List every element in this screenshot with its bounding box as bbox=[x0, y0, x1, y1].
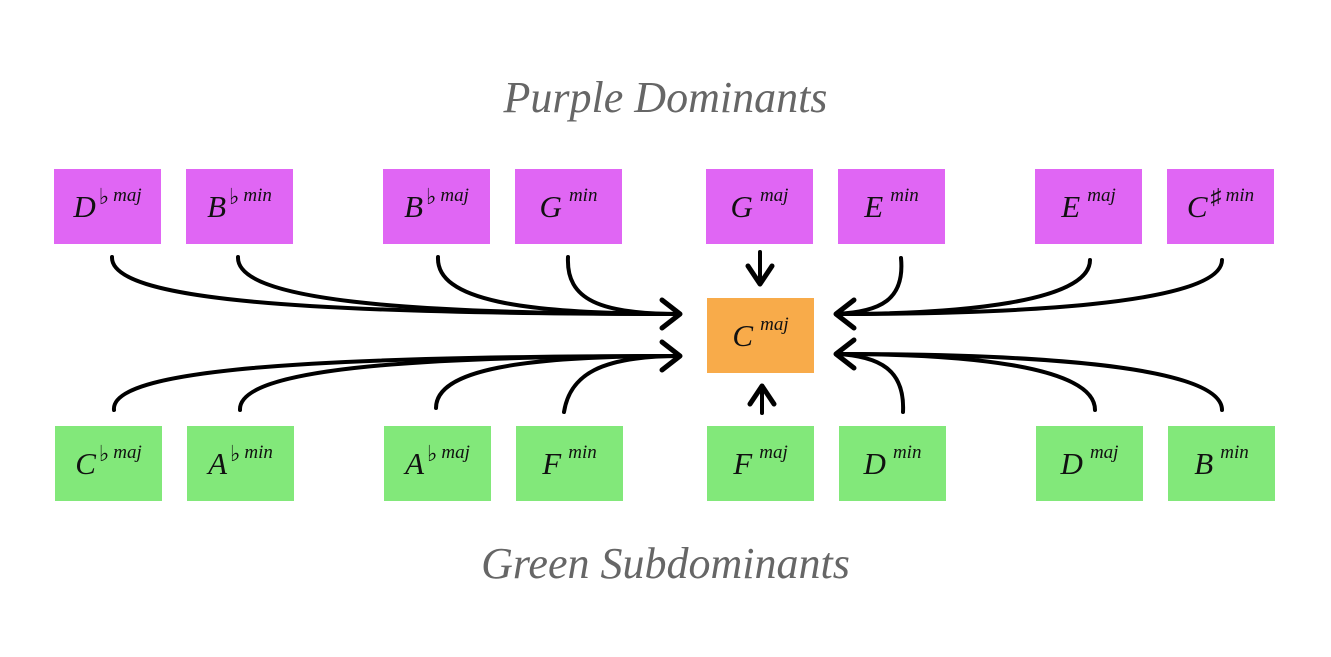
chord-root: D bbox=[73, 188, 96, 224]
chord-quality: min bbox=[890, 184, 919, 206]
chord-quality: maj bbox=[759, 441, 788, 463]
chord-quality: min bbox=[1220, 441, 1249, 463]
arrow-subdominant-4 bbox=[562, 354, 682, 414]
arrow-dominant-3 bbox=[435, 255, 682, 316]
chord-quality: min bbox=[568, 441, 597, 463]
chord-accidental: ♭ bbox=[426, 183, 437, 209]
chord-root: B bbox=[1194, 445, 1214, 481]
arrow-dominant-4 bbox=[565, 255, 682, 316]
subdominant-chord-3: A♭maj bbox=[384, 426, 491, 501]
chord-root: D bbox=[863, 445, 886, 481]
chord-quality: min bbox=[892, 441, 922, 463]
chord-accidental: ♭ bbox=[427, 440, 438, 466]
arrow-dominant-8 bbox=[834, 258, 1224, 316]
chord-quality: maj bbox=[113, 441, 142, 463]
chord-accidental: ♭ bbox=[98, 440, 110, 466]
arrow-subdominant-5-head bbox=[747, 383, 777, 407]
subdominant-chord-1: C♭maj bbox=[55, 426, 162, 501]
subdominants-title: Green Subdominants bbox=[481, 539, 850, 588]
dominant-chord-8: C♯min bbox=[1167, 169, 1274, 244]
chord-root: A bbox=[208, 445, 228, 481]
dominant-chord-2: B♭min bbox=[186, 169, 293, 244]
chord-root: C bbox=[732, 317, 754, 353]
chord-quality: min bbox=[568, 184, 598, 206]
chord-root: E bbox=[1061, 188, 1081, 224]
chord-quality: maj bbox=[1087, 184, 1116, 206]
chord-root: F bbox=[542, 445, 562, 481]
chord-root: F bbox=[733, 445, 753, 481]
chord-accidental: ♯ bbox=[1210, 183, 1222, 209]
arrow-subdominant-8 bbox=[834, 352, 1224, 412]
chord-root: G bbox=[539, 188, 562, 224]
arrow-subdominant-2 bbox=[237, 354, 682, 412]
chord-quality: maj bbox=[441, 441, 470, 463]
chord-root: D bbox=[1060, 445, 1083, 481]
dominant-chord-3: B♭maj bbox=[383, 169, 490, 244]
chord-root: B bbox=[207, 188, 227, 224]
arrow-subdominant-3 bbox=[434, 354, 682, 410]
chord-quality: maj bbox=[440, 184, 469, 206]
chord-quality: maj bbox=[1089, 441, 1119, 463]
chord-accidental: ♭ bbox=[230, 440, 241, 466]
chord-quality: maj bbox=[113, 184, 142, 206]
arrow-dominant-2 bbox=[235, 255, 682, 316]
chord-root: C bbox=[1186, 188, 1208, 224]
chord-quality: maj bbox=[760, 313, 789, 335]
chord-accidental: ♭ bbox=[229, 183, 240, 209]
subdominant-chord-2: A♭min bbox=[187, 426, 294, 501]
dominant-chord-1: D♭maj bbox=[54, 169, 161, 244]
chord-root: C bbox=[75, 445, 96, 481]
chord-quality: min bbox=[1225, 184, 1255, 206]
chord-root: G bbox=[730, 188, 753, 224]
chord-quality: min bbox=[243, 184, 272, 206]
dominants-title: Purple Dominants bbox=[503, 73, 828, 122]
chord-root: E bbox=[864, 188, 884, 224]
chord-quality: maj bbox=[759, 184, 789, 206]
chord-quality: min bbox=[244, 441, 273, 463]
chord-root: A bbox=[405, 445, 425, 481]
chord-accidental: ♭ bbox=[98, 183, 110, 209]
arrow-dominant-5-head bbox=[745, 263, 775, 287]
chord-root: B bbox=[404, 188, 424, 224]
